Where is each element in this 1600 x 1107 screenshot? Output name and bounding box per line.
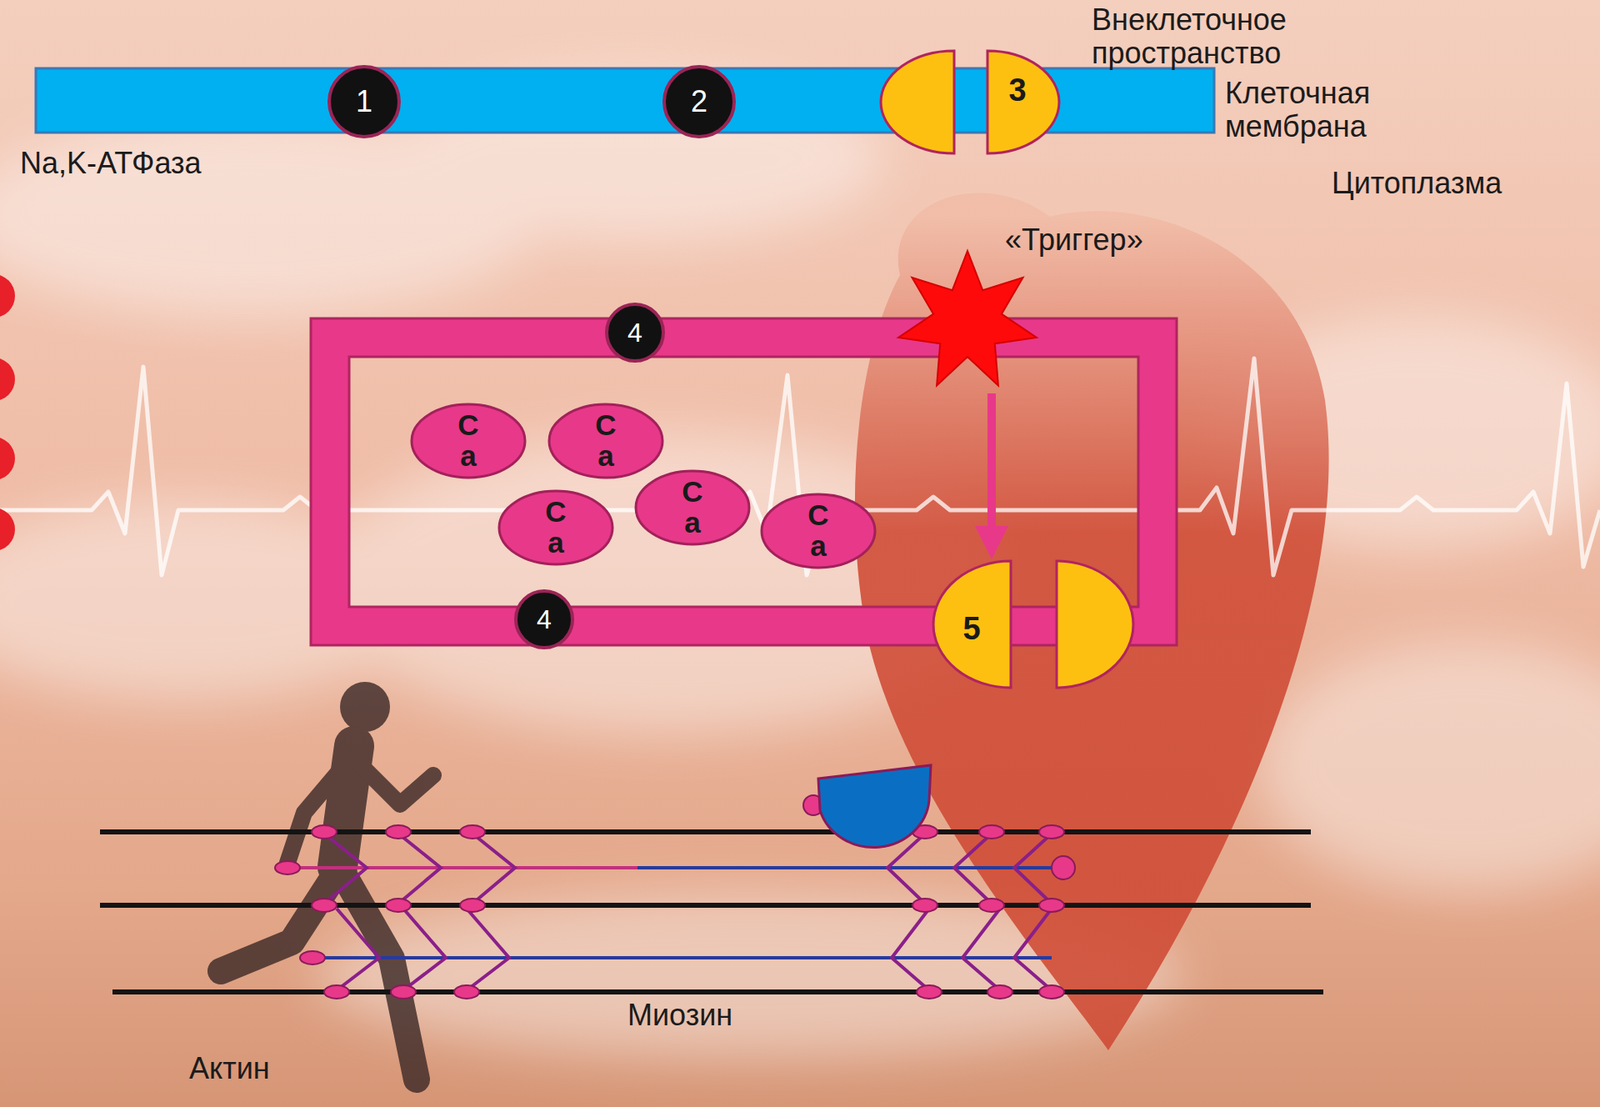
region-label: Внеклеточное пространство — [1091, 3, 1375, 71]
ecg-line — [0, 358, 1600, 575]
z-line — [100, 829, 1311, 835]
myosin-end-dot — [1051, 855, 1075, 880]
trigger-star-shape — [898, 250, 1037, 386]
actin-dot — [390, 985, 416, 999]
actin-dot — [324, 985, 350, 999]
reticulum-frame — [330, 337, 1158, 626]
ryanodine-channel: 5 — [931, 559, 1135, 690]
label-wrap: Миозин — [627, 998, 733, 1032]
actin-dot — [300, 950, 325, 965]
ion-channel-shape — [879, 49, 1061, 155]
actin-dot — [979, 825, 1005, 839]
callout-circle: 4 — [514, 589, 575, 650]
calcium-ellipse — [761, 494, 875, 568]
runner-leg — [341, 870, 417, 1080]
actin-dot — [979, 898, 1005, 912]
sarcomere — [100, 765, 1324, 999]
myosin-head — [818, 765, 931, 847]
callout-number: 4 — [536, 605, 552, 633]
callout-number: 1 — [355, 86, 373, 117]
edge-markers — [0, 274, 15, 551]
channel-number: 5 — [962, 611, 980, 647]
myosin-filament — [637, 865, 1052, 870]
myosin-filament — [300, 955, 1052, 960]
label-wrap: Na,K-АТФаза — [20, 146, 202, 180]
actin-dot — [1039, 985, 1065, 999]
label-wrap: Внеклеточное пространство — [1091, 3, 1375, 71]
ion-label: Ca — [593, 410, 619, 472]
actin-dot — [454, 985, 480, 999]
channel-half — [933, 560, 1011, 688]
cloud — [1258, 641, 1600, 892]
actin-dot — [275, 860, 300, 875]
ion-label: Ca — [805, 500, 831, 562]
region-label: Клеточная мембрана — [1225, 76, 1475, 145]
calcium-ion: Ca — [497, 489, 615, 566]
reticulum-outline — [310, 318, 1177, 645]
actin-dot — [1039, 825, 1065, 839]
region-label: Цитоплазма — [1331, 166, 1502, 200]
edge-marker — [0, 507, 15, 551]
z-line — [112, 989, 1324, 995]
clouds — [0, 75, 1600, 1059]
part-label: Миозин — [627, 998, 733, 1032]
runner-leg — [220, 870, 338, 971]
channel-half — [880, 50, 955, 154]
runner-arm — [354, 758, 434, 805]
callout-circle: 1 — [327, 65, 401, 139]
actin-dot — [987, 985, 1013, 999]
ion-label: Ca — [680, 476, 705, 539]
part-label: Актин — [189, 1051, 270, 1085]
myosin-filament — [275, 865, 638, 870]
actin-dot — [460, 825, 485, 839]
callout-number: 2 — [690, 86, 708, 117]
ion-channel: 3 — [879, 49, 1061, 155]
calcium-ion: Ca — [634, 469, 751, 546]
edge-marker — [0, 274, 15, 318]
callout-circle: 4 — [605, 302, 665, 363]
calcium-ion: Ca — [760, 492, 877, 570]
calcium-ellipse — [549, 404, 663, 478]
actin-dot — [916, 985, 942, 999]
channel-half — [1056, 560, 1134, 688]
trigger-arrow — [987, 393, 996, 526]
part-label: Na,K-АТФаза — [20, 146, 202, 180]
calcium-ion: Ca — [410, 402, 527, 480]
runner-silhouette — [220, 681, 434, 1080]
actin-dots — [275, 795, 1075, 999]
actin-chevrons — [324, 833, 1052, 990]
label-wrap: Цитоплазма — [1331, 166, 1502, 200]
trigger-label: «Триггер» — [1005, 223, 1144, 257]
label-wrap: Актин — [189, 1051, 270, 1085]
actin-dot — [311, 898, 337, 912]
runner-head — [340, 681, 390, 732]
ion-label: Ca — [543, 496, 569, 559]
calcium-ion: Ca — [547, 402, 665, 480]
ryanodine-channel-shape — [931, 559, 1135, 690]
callout-number: 4 — [627, 319, 643, 346]
label-wrap: Клеточная мембрана — [1225, 76, 1475, 145]
channel-number: 3 — [1008, 73, 1026, 109]
actin-dot — [912, 898, 938, 912]
actin-dot — [385, 898, 411, 912]
calcium-ellipse — [499, 490, 613, 565]
actin-dot — [311, 825, 337, 839]
calcium-ellipse — [411, 404, 525, 478]
z-line — [100, 902, 1311, 908]
edge-marker — [0, 436, 15, 480]
actin-dot — [1039, 898, 1065, 912]
reticulum-outline — [349, 356, 1139, 607]
actin-dot — [385, 825, 411, 839]
edge-marker — [0, 357, 15, 401]
calcium-ellipse — [635, 470, 750, 545]
ion-label: Ca — [455, 410, 481, 472]
actin-dot — [460, 898, 485, 912]
channel-half — [987, 50, 1060, 154]
trigger-star: «Триггер» — [891, 218, 1175, 394]
callout-circle: 2 — [662, 65, 736, 139]
